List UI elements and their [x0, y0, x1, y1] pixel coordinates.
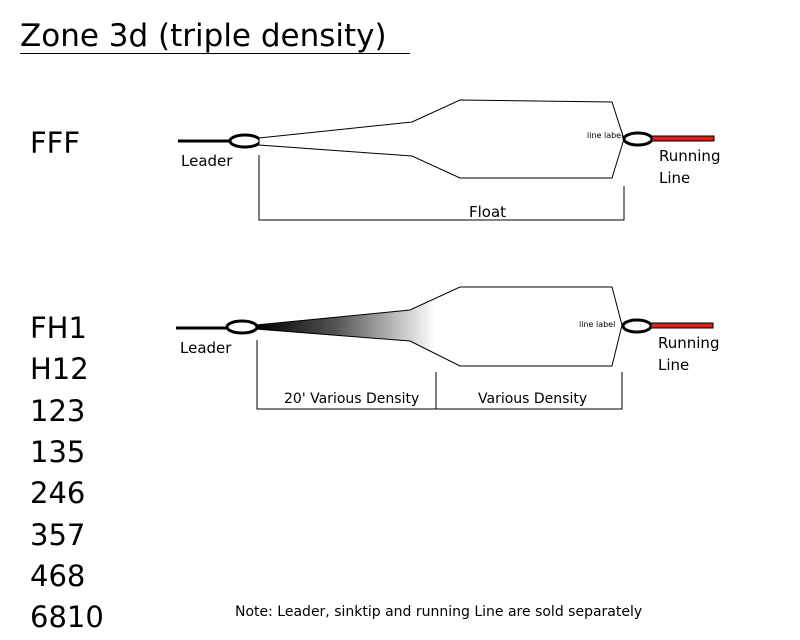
running-line-loop [622, 131, 654, 147]
running-line-label-2: Line [659, 169, 691, 187]
leader-loop [228, 133, 262, 149]
line-code: H12 [30, 352, 89, 386]
running-line-label-1: Running [659, 147, 721, 165]
line-code: 123 [30, 394, 86, 428]
running-line-label-2: Line [658, 356, 690, 374]
running-line [651, 135, 715, 142]
running-line [650, 322, 714, 329]
line-code: 357 [30, 518, 86, 552]
float-label: Float [469, 203, 507, 221]
line-body-outline [255, 286, 623, 367]
sinktip-section [256, 298, 435, 355]
line-code: FH1 [30, 311, 87, 345]
line-code: FFF [30, 126, 81, 160]
diagram-1 [178, 99, 715, 221]
density-bracket [256, 340, 623, 410]
float-line-body [258, 99, 625, 179]
line-label: line label [587, 131, 624, 140]
leader-label: Leader [180, 339, 232, 357]
line-code: 6810 [30, 600, 104, 634]
footnote: Note: Leader, sinktip and running Line a… [235, 604, 643, 620]
line-code: 135 [30, 435, 86, 469]
sinktip-density-label: 20' Various Density [284, 391, 420, 407]
title-underline [20, 53, 410, 54]
running-line-loop [621, 318, 653, 334]
diagram-2 [176, 286, 714, 410]
line-label: line label [579, 320, 616, 329]
line-code: 246 [30, 476, 86, 510]
running-line-label-1: Running [658, 334, 720, 352]
float-bracket [258, 155, 625, 221]
leader-label: Leader [181, 152, 233, 170]
body-density-label: Various Density [478, 391, 588, 407]
line-code: 468 [30, 559, 86, 593]
leader-loop [225, 319, 259, 335]
diagram-title: Zone 3d (triple density) [20, 18, 387, 54]
